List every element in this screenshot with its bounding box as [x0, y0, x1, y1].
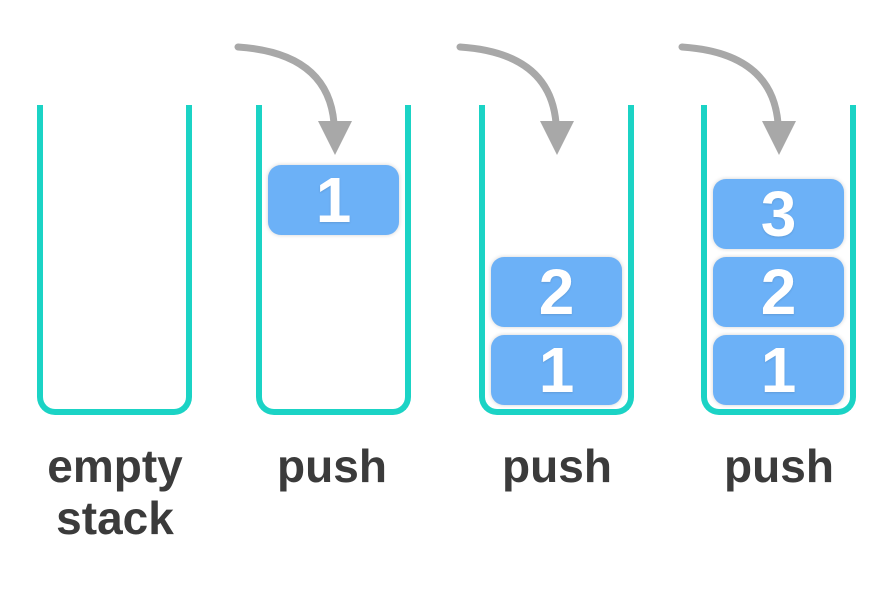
- stack-block: 1: [268, 164, 399, 236]
- stack-block: 2: [713, 256, 844, 328]
- push-arrow-icon: [678, 43, 796, 155]
- stack-label-empty: empty stack: [47, 440, 183, 544]
- stack-container-push3: 3 2 1: [701, 105, 856, 415]
- stack-label-push: push: [724, 440, 834, 492]
- push-arrow-icon: [456, 43, 574, 155]
- stack-container-push1: 1: [256, 105, 411, 415]
- push-arrow-icon: [234, 43, 352, 155]
- stack-block: 1: [713, 334, 844, 406]
- stack-block: 2: [491, 256, 622, 328]
- stack-container-push2: 2 1: [479, 105, 634, 415]
- stack-block: 1: [491, 334, 622, 406]
- stack-label-push: push: [502, 440, 612, 492]
- stack-label-push: push: [277, 440, 387, 492]
- stack-container-empty: [37, 105, 192, 415]
- stack-block: 3: [713, 178, 844, 250]
